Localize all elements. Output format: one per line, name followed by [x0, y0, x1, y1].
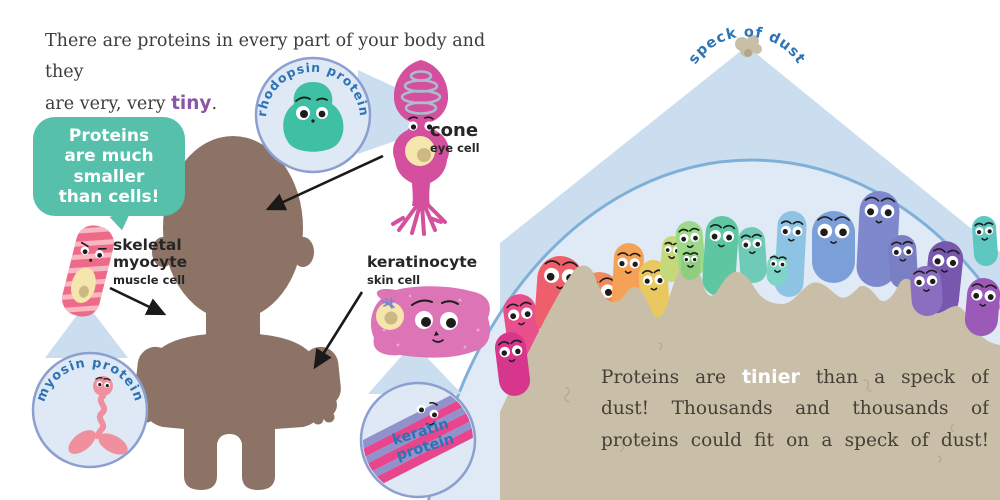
- keratinocyte-sub: skin cell: [367, 273, 421, 287]
- pointer-arrows: [109, 154, 384, 370]
- arrow-keratinocyte-to-arm: [313, 291, 364, 370]
- body-silhouette: [135, 136, 341, 490]
- keratin-filaments: [381, 297, 395, 309]
- cone-sub: eye cell: [430, 141, 480, 155]
- intro-highlight-tiny: tiny: [171, 93, 212, 114]
- protein-character: [972, 216, 998, 266]
- cone-eye-cell: [391, 60, 449, 236]
- cone-coil: [400, 70, 442, 115]
- intro-line2-post: .: [211, 94, 218, 114]
- speech-bubble: Proteins are much smaller than cells!: [33, 117, 185, 216]
- protein-character: [964, 278, 1000, 336]
- keratinocyte-cell: [370, 286, 491, 358]
- protein-character: [766, 254, 789, 286]
- intro-line2-pre: are very, very: [45, 94, 172, 114]
- intro-sentence: There are proteins in every part of your…: [45, 26, 505, 120]
- keratin-fiber: [363, 385, 473, 495]
- dust-mound: [500, 260, 1000, 500]
- cone-name: cone: [430, 120, 479, 141]
- cone-label: cone eye cell: [430, 120, 480, 156]
- keratin-protein-circle: [359, 381, 477, 499]
- myosin-protein-circle: myosin protein: [31, 351, 149, 469]
- keratinocyte-label: keratinocyte skin cell: [367, 253, 478, 288]
- beam-myosin: [45, 303, 128, 358]
- cone-roots: [391, 200, 447, 236]
- myosin-protein-character: [68, 376, 128, 455]
- dust-texture: [564, 342, 955, 463]
- caption-line1: Proteins are tinier than a speck of: [601, 366, 989, 388]
- protein-character: [681, 250, 700, 280]
- dust-caption: Proteins are tinier than a speck of dust…: [601, 361, 989, 457]
- caption-highlight-tinier: tinier: [741, 366, 800, 388]
- speck-of-dust-scene: speck of dust: [427, 24, 1000, 500]
- arrow-cone-to-head: [265, 154, 384, 211]
- dust-speck-icon: [735, 35, 762, 57]
- protein-character: [494, 332, 531, 396]
- protein-character: [888, 235, 918, 289]
- protein-character: [812, 211, 855, 283]
- protein-character: [856, 191, 900, 287]
- arrow-myocyte-to-chest: [109, 286, 167, 316]
- myocyte-label: skeletal myocyte muscle cell: [113, 236, 188, 288]
- myocyte-sub: muscle cell: [113, 273, 186, 287]
- protein-crowd-front: [494, 250, 1000, 396]
- beam-keratin: [368, 343, 462, 394]
- caption-line3: proteins could fit on a speck of dust!: [601, 430, 989, 451]
- intro-line1: There are proteins in every part of your…: [45, 31, 486, 82]
- speech-bubble-text: Proteins are much smaller than cells!: [58, 125, 160, 208]
- caption-line2: dust! Thousands and thousands of: [601, 398, 989, 419]
- cell-speckles: [382, 294, 480, 349]
- protein-character: [910, 266, 943, 316]
- myocyte-name: skeletal myocyte: [113, 236, 188, 271]
- keratinocyte-name: keratinocyte: [367, 253, 478, 271]
- protein-character: [737, 227, 768, 283]
